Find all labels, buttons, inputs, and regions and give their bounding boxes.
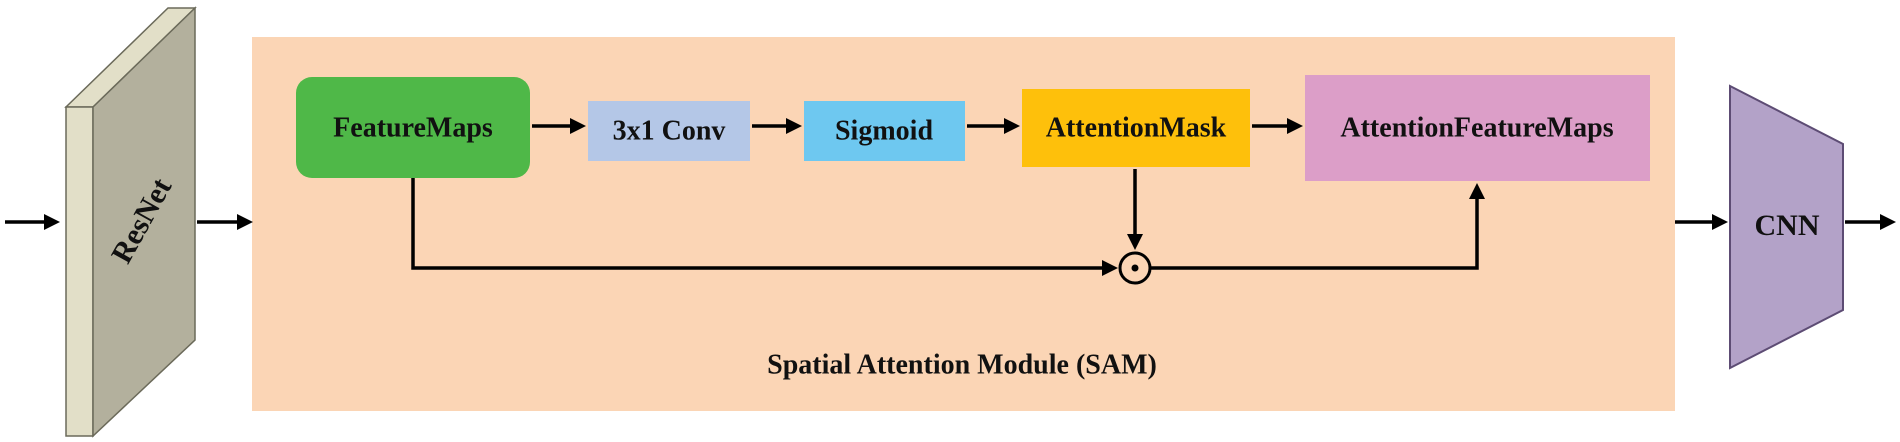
arrowhead-input bbox=[44, 214, 60, 230]
sam-module-label: Spatial Attention Module (SAM) bbox=[767, 349, 1157, 380]
arrowhead-operator-to-afm bbox=[1469, 183, 1485, 199]
arrowhead-mask-to-afm bbox=[1287, 118, 1303, 134]
conv-label: 3x1 Conv bbox=[613, 115, 726, 146]
attention-feature-maps-label: AttentionFeatureMaps bbox=[1340, 112, 1613, 143]
sigmoid-box bbox=[804, 101, 965, 161]
arrowhead-skip-to-operator bbox=[1102, 260, 1118, 276]
elementwise-product-operator bbox=[1118, 251, 1152, 285]
feature-maps-label: FeatureMaps bbox=[333, 112, 493, 143]
arrowhead-conv-to-sigmoid bbox=[786, 118, 802, 134]
node-sigmoid: Sigmoid bbox=[804, 101, 965, 161]
resnet-front-face bbox=[92, 6, 196, 438]
cnn-block: CNN bbox=[1729, 84, 1844, 370]
cnn-label: CNN bbox=[1755, 209, 1820, 242]
conv-box bbox=[588, 101, 750, 161]
attention-mask-box bbox=[1022, 89, 1250, 167]
node-conv: 3x1 Conv bbox=[588, 101, 750, 161]
attention-mask-label: AttentionMask bbox=[1046, 112, 1227, 143]
node-attention-feature-maps: AttentionFeatureMaps bbox=[1305, 75, 1650, 181]
arrowhead-output bbox=[1880, 214, 1896, 230]
resnet-side-face bbox=[65, 106, 94, 437]
sigmoid-label: Sigmoid bbox=[835, 115, 933, 146]
arrowhead-mask-to-operator bbox=[1127, 234, 1143, 250]
node-feature-maps: FeatureMaps bbox=[296, 77, 530, 178]
feature-maps-box bbox=[296, 77, 530, 178]
arrowhead-sigmoid-to-mask bbox=[1004, 118, 1020, 134]
arrow-operator-to-afm bbox=[1151, 197, 1479, 270]
arrowhead-resnet-to-sam bbox=[237, 214, 253, 230]
node-attention-mask: AttentionMask bbox=[1022, 89, 1250, 167]
cnn-trapezoid bbox=[1729, 84, 1844, 370]
arrowhead-sam-to-cnn bbox=[1712, 214, 1728, 230]
operator-dot bbox=[1131, 264, 1139, 272]
operator-circle bbox=[1118, 251, 1152, 285]
connectors bbox=[5, 118, 1896, 276]
attention-feature-maps-box bbox=[1305, 75, 1650, 181]
arrowhead-fm-to-conv bbox=[570, 118, 586, 134]
skip-fm-to-operator bbox=[411, 178, 1103, 270]
resnet-block: ResNet bbox=[64, 6, 197, 438]
